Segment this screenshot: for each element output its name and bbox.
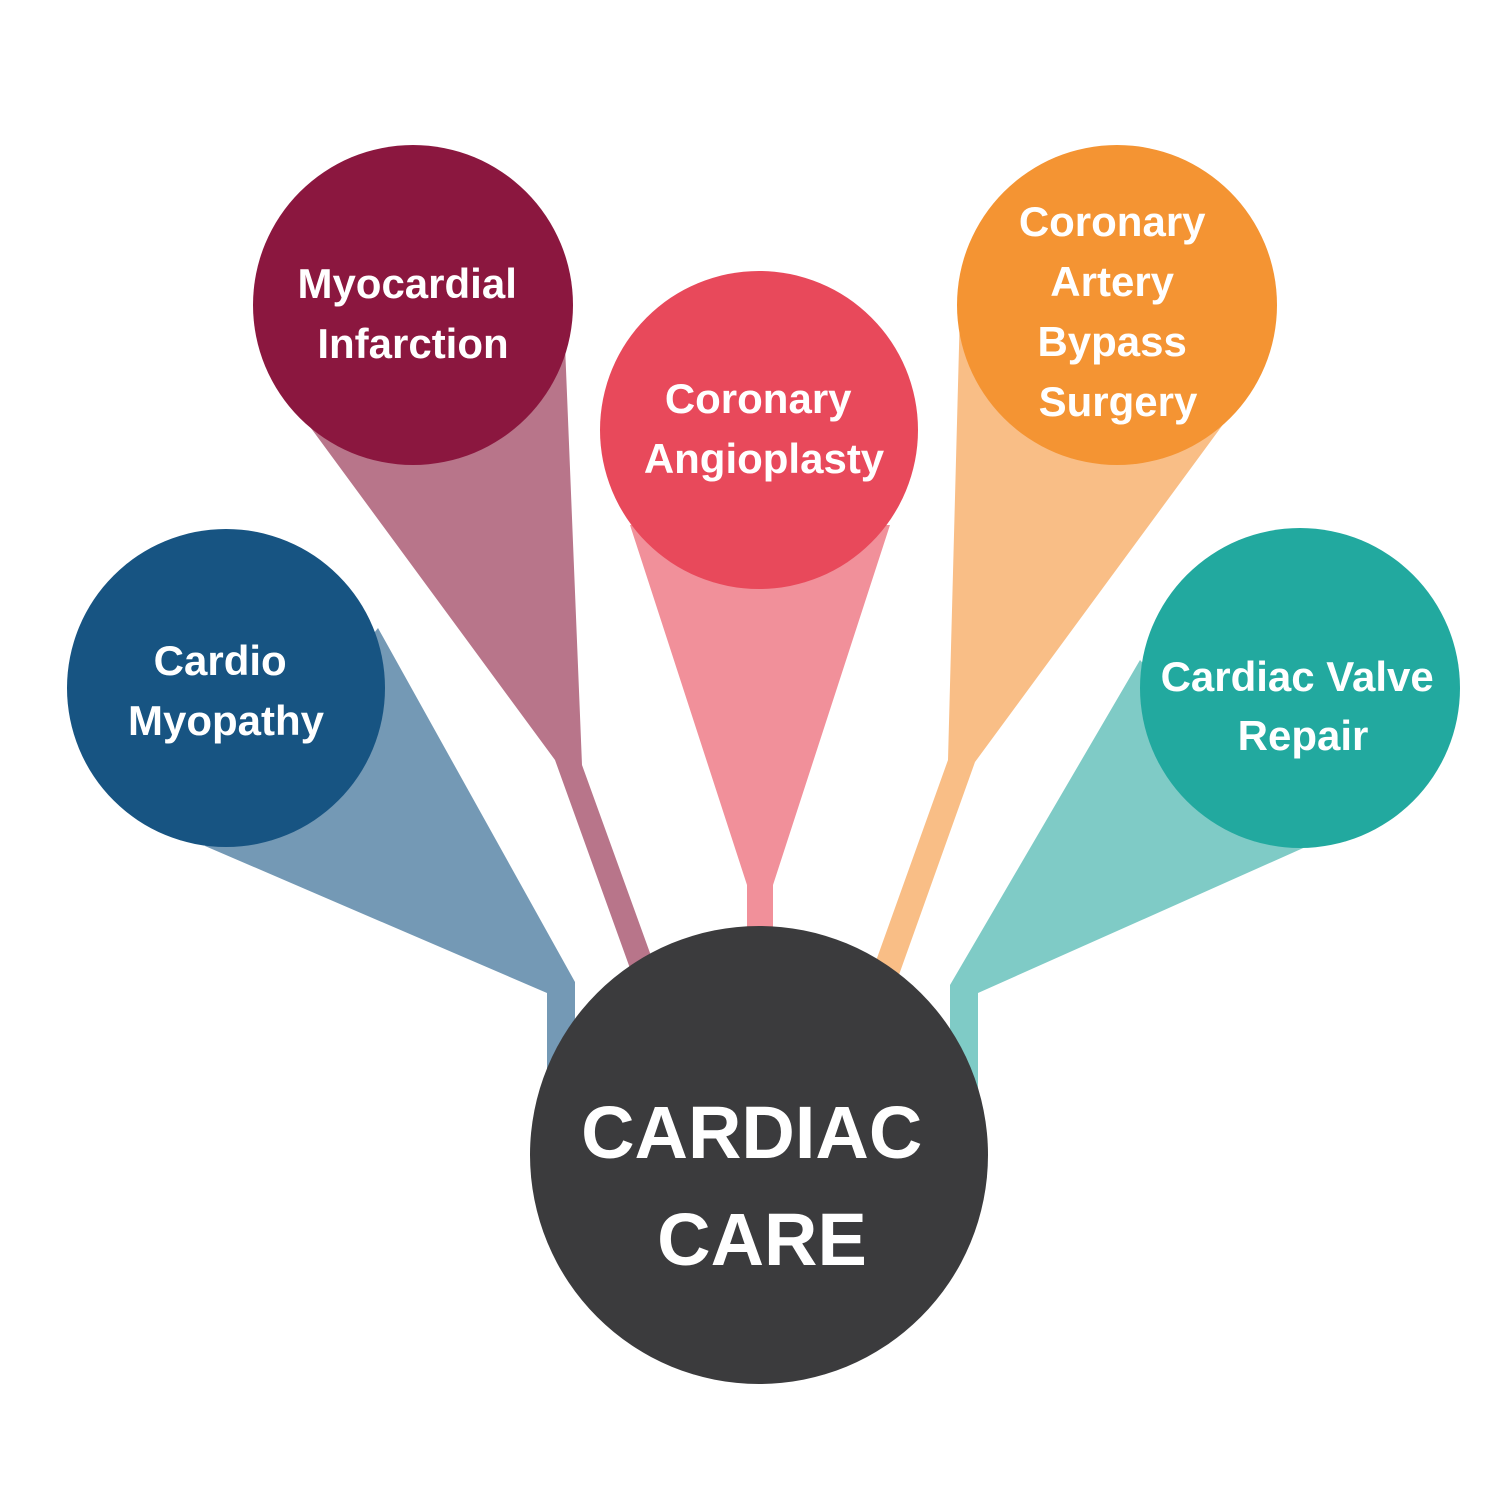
label-line: Repair (1238, 712, 1369, 759)
label-line: Angioplasty (644, 435, 885, 482)
label-line: Myocardial (297, 260, 516, 307)
center-label-line: CARE (657, 1198, 867, 1281)
label-line: Bypass (1037, 318, 1186, 365)
label-line: Surgery (1039, 378, 1198, 425)
label-line: Myopathy (128, 697, 325, 744)
node-label-coronary-artery-bypass-surgery: Coronary Artery Bypass Surgery (1019, 198, 1217, 425)
node-label-coronary-angioplasty: Coronary Angioplasty (644, 375, 885, 482)
node-label-cardiac-valve-repair: Cardiac Valve Repair (1161, 653, 1446, 759)
connector-coronary-artery-bypass-surgery (862, 310, 1230, 1000)
label-line: Cardio (154, 637, 287, 684)
connector-myocardial-infarction (305, 345, 667, 1010)
nodes (67, 145, 1460, 848)
node-myocardial-infarction (253, 145, 573, 465)
node-coronary-angioplasty (600, 271, 918, 589)
label-line: Artery (1050, 258, 1174, 305)
center-node (530, 926, 988, 1384)
node-cardiac-valve-repair (1140, 528, 1460, 848)
node-cardio-myopathy (67, 529, 385, 847)
node-label-cardio-myopathy: Cardio Myopathy (128, 637, 325, 744)
node-label-myocardial-infarction: Myocardial Infarction (297, 260, 528, 367)
center-label-line: CARDIAC (581, 1091, 922, 1174)
center-label: CARDIAC CARE (581, 1091, 943, 1281)
node-coronary-artery-bypass-surgery (957, 145, 1277, 465)
label-line: Coronary (665, 375, 852, 422)
label-line: Infarction (317, 320, 508, 367)
label-line: Cardiac Valve (1161, 653, 1434, 700)
label-line: Coronary (1019, 198, 1206, 245)
connector-coronary-angioplasty (630, 525, 890, 980)
